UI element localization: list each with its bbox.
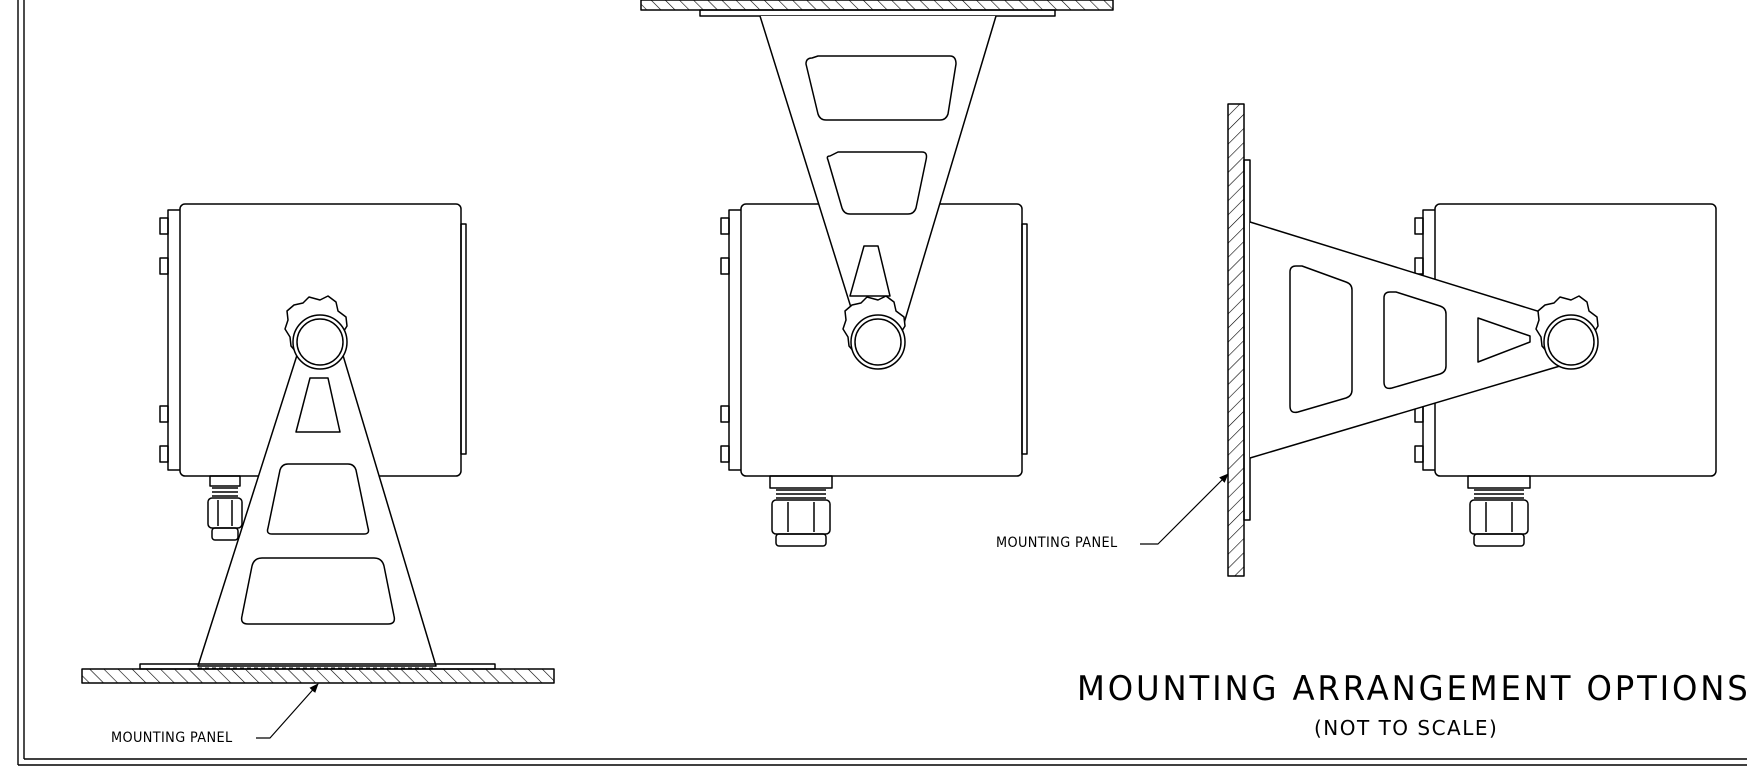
wall-mount-view	[1140, 103, 1717, 577]
floor-mount-view	[81, 203, 555, 739]
floor-callout-leader	[256, 683, 319, 739]
drawing-subtitle: (NOT TO SCALE)	[1314, 716, 1499, 740]
cable-gland	[207, 475, 243, 541]
drawing-title: MOUNTING ARRANGEMENT OPTIONS	[1077, 669, 1747, 709]
cable-gland	[769, 475, 833, 547]
wall-mounting-panel	[1227, 103, 1251, 577]
knob	[842, 295, 906, 370]
wall-mounting-panel-label: MOUNTING PANEL	[996, 535, 1118, 551]
knob	[284, 295, 348, 370]
drawing-border	[17, 0, 1747, 766]
floor-mounting-panel	[81, 663, 555, 684]
mounting-bracket	[197, 351, 437, 667]
cable-gland	[1467, 475, 1531, 547]
knob	[1535, 295, 1599, 370]
floor-mounting-panel-label: MOUNTING PANEL	[111, 730, 233, 746]
ceiling-mounting-panel	[640, 0, 1114, 17]
wall-callout-leader	[1140, 473, 1229, 545]
ceiling-mount-view	[640, 0, 1114, 547]
